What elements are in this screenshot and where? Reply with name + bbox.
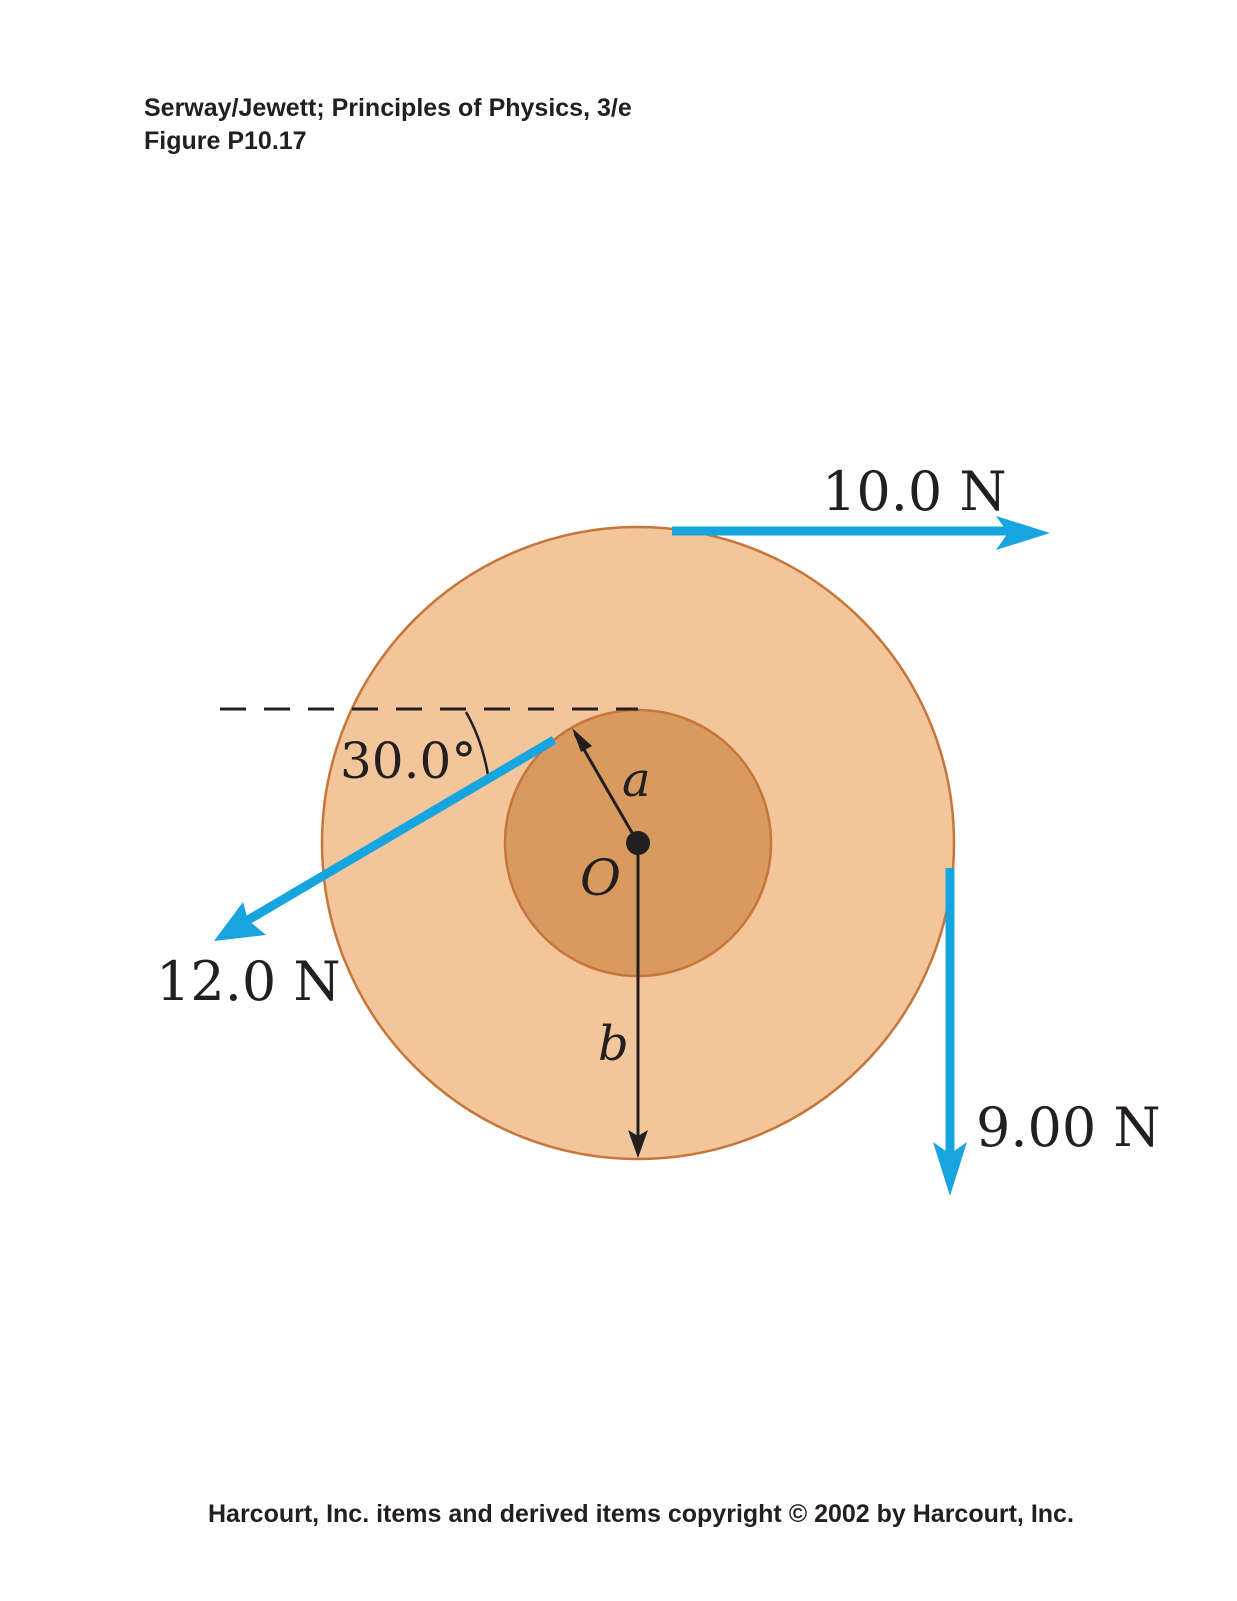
radius-b-label: b <box>598 1016 629 1072</box>
force-12N-label: 12.0 N <box>156 950 341 1013</box>
figure-source: Serway/Jewett; Principles of Physics, 3/… <box>144 94 632 122</box>
radius-b-arrowhead <box>628 1130 648 1158</box>
copyright-footer: Harcourt, Inc. items and derived items c… <box>208 1500 1074 1528</box>
force-10N-arrowhead <box>996 516 1050 550</box>
radius-a-label: a <box>622 752 651 808</box>
force-12N-shaft <box>245 736 557 924</box>
figure-number: Figure P10.17 <box>144 127 307 155</box>
force-12N-arrowhead <box>214 902 266 941</box>
center-point <box>626 831 650 855</box>
angle-label: 30.0° <box>340 732 476 790</box>
radius-a-arrow <box>573 733 640 844</box>
force-9N-label: 9.00 N <box>976 1096 1161 1159</box>
force-10N-label: 10.0 N <box>822 460 1007 523</box>
center-label: O <box>580 849 621 907</box>
angle-arc <box>464 711 490 776</box>
force-9N-arrowhead <box>933 1142 967 1196</box>
radius-a-arrowhead <box>572 728 592 752</box>
